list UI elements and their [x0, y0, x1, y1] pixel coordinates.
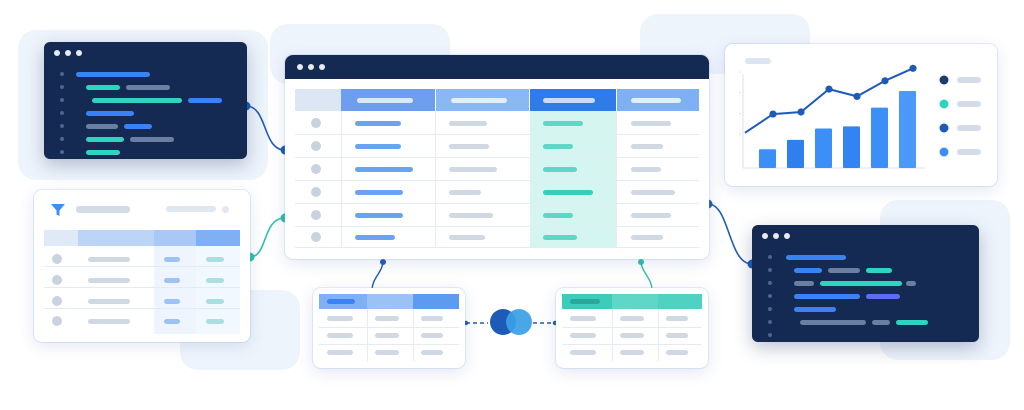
- join-table-right: [556, 288, 708, 368]
- chart-bar: [787, 139, 804, 168]
- chart-bar: [871, 107, 888, 168]
- table-cell[interactable]: [355, 190, 403, 195]
- table-cell[interactable]: [355, 144, 401, 149]
- legend-label: [957, 149, 981, 155]
- chart-point: [769, 110, 777, 118]
- chart-title-bar: [745, 58, 771, 64]
- window-dots-icon: [762, 233, 790, 239]
- connector-table-to-right-join: [640, 260, 653, 291]
- chart-point: [881, 77, 889, 85]
- chart-point: [909, 64, 917, 72]
- chart-bar: [815, 128, 832, 168]
- chart-bar: [843, 126, 860, 168]
- chart-bar: [899, 91, 916, 168]
- filter-icon[interactable]: [50, 202, 66, 218]
- node-dot: [638, 259, 644, 265]
- code-panel-top-left: [44, 42, 247, 159]
- connector-code-to-table: [245, 105, 286, 151]
- join-table-left: [313, 288, 465, 368]
- legend-swatch: [939, 147, 949, 157]
- table-cell[interactable]: [355, 121, 401, 126]
- legend-label: [957, 101, 981, 107]
- filter-title-bar: [76, 206, 130, 213]
- connector-table-to-left-join: [371, 260, 384, 291]
- highlighted-column: [530, 111, 616, 247]
- code-panel-right: [752, 225, 979, 342]
- legend-swatch: [939, 75, 949, 85]
- filter-table-card: [34, 190, 250, 342]
- chart-card: [725, 44, 997, 186]
- legend-label: [957, 77, 981, 83]
- node-dot: [380, 259, 386, 265]
- main-table-window: [285, 55, 709, 259]
- filter-search-bar[interactable]: [166, 206, 216, 212]
- connector-filter-to-table: [249, 217, 286, 258]
- window-dots-icon: [54, 50, 82, 56]
- legend-swatch: [939, 99, 949, 109]
- table-cell[interactable]: [355, 235, 395, 240]
- window-titlebar: [285, 55, 709, 79]
- chart-point: [825, 85, 833, 93]
- line-chart-icon: [739, 64, 981, 169]
- legend-swatch: [939, 123, 949, 133]
- window-dots-icon: [297, 64, 325, 70]
- chart-point: [797, 108, 805, 116]
- legend-label: [957, 125, 981, 131]
- chart-point: [853, 92, 861, 100]
- chart-bar: [759, 149, 776, 168]
- table-cell[interactable]: [355, 167, 413, 172]
- table-cell[interactable]: [355, 213, 403, 218]
- connector-table-to-code: [707, 203, 753, 265]
- venn-merge-icon: [506, 309, 532, 335]
